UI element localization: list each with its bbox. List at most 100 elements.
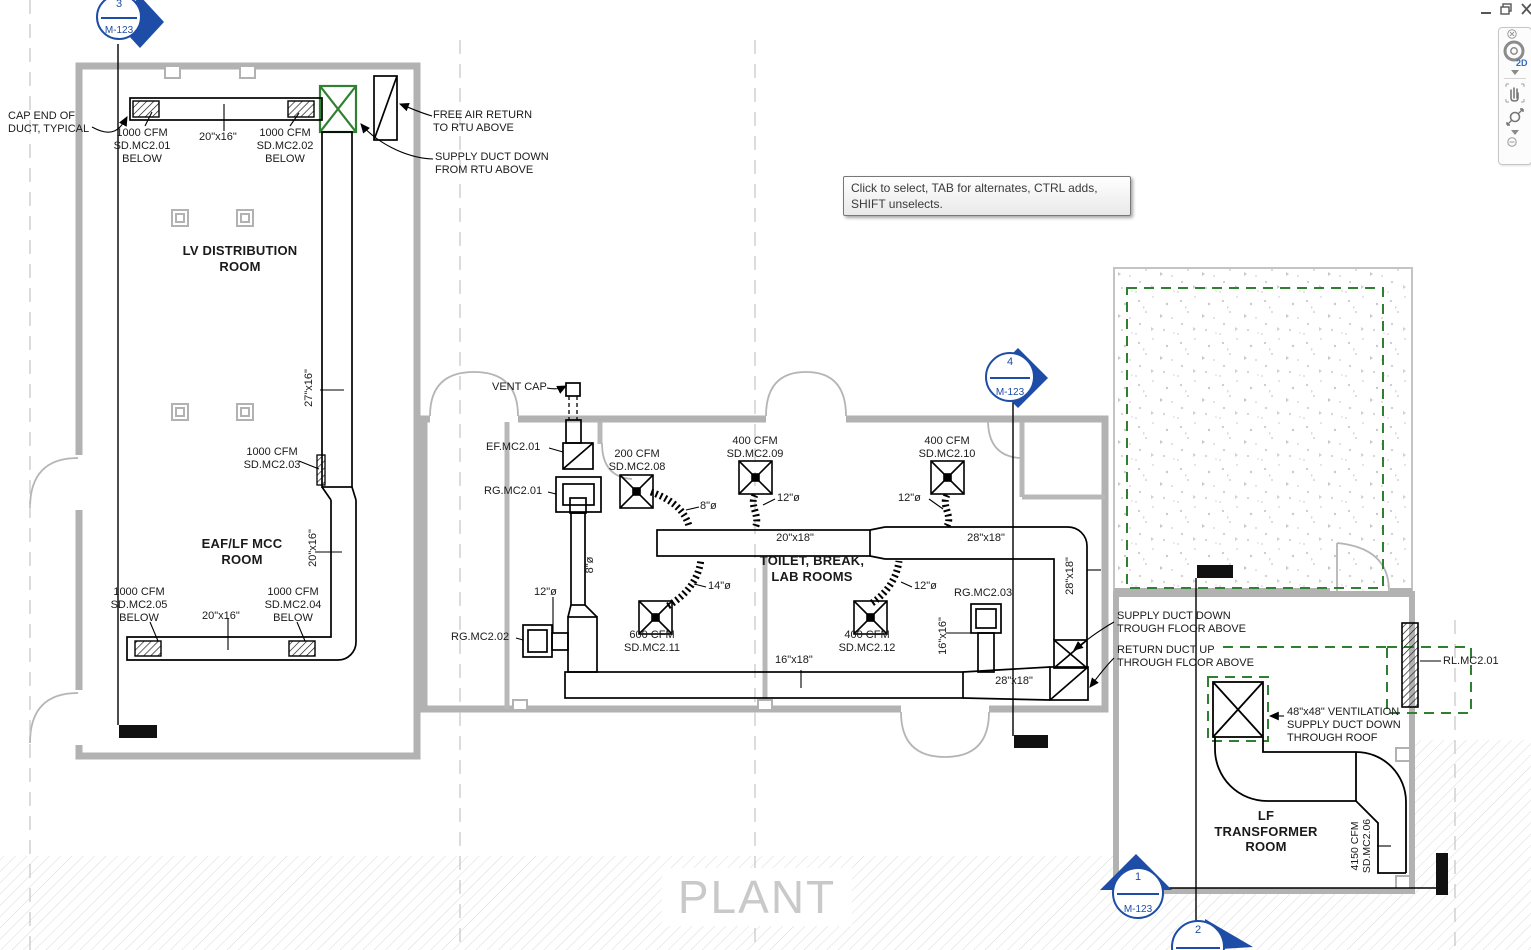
ductwork[interactable] <box>126 75 1419 874</box>
flex-size-12-rg02[interactable]: 12"ø <box>534 586 557 598</box>
supply-floor-note[interactable]: SUPPLY DUCT DOWN TROUGH FLOOR ABOVE <box>1117 610 1246 636</box>
flex-size-8[interactable]: 8"ø <box>700 500 717 512</box>
tag-sd09[interactable]: 400 CFM SD.MC2.09 <box>726 435 784 461</box>
vent-cap-note[interactable]: VENT CAP <box>492 381 547 393</box>
tag-sd12[interactable]: 400 CFM SD.MC2.12 <box>838 629 896 655</box>
duct-size-27x16[interactable]: 27"x16" <box>303 369 315 407</box>
wheel-2d-label: 2D <box>1516 58 1528 68</box>
vent-cap <box>565 382 581 397</box>
free-air-return-opening <box>373 75 398 141</box>
return-floor-note[interactable]: RETURN DUCT UP THROUGH FLOOR ABOVE <box>1117 644 1254 670</box>
navbar-collapse-button[interactable] <box>1496 136 1531 147</box>
walls[interactable] <box>72 62 1415 894</box>
marker-divider <box>1176 947 1220 949</box>
marker-sheet: M-123 <box>995 387 1025 398</box>
flex-ducts <box>649 488 953 610</box>
marker-divider <box>101 17 137 19</box>
flex-size-12-sd12[interactable]: 12"ø <box>914 580 937 592</box>
duct-size-20x16-vert[interactable]: 20"x16" <box>307 529 319 567</box>
area-label-plant[interactable]: PLANT <box>661 868 853 926</box>
room-label-eaf[interactable]: EAF/LF MCC ROOM <box>201 536 283 567</box>
tag-rl01[interactable]: RL.MC2.01 <box>1443 655 1499 667</box>
vent-48x48-box <box>1212 681 1264 738</box>
return-grille-rg01 <box>555 476 602 514</box>
doors[interactable] <box>29 371 1390 758</box>
status-tooltip: Click to select, TAB for alternates, CTR… <box>843 176 1131 217</box>
restore-icon[interactable] <box>1500 3 1513 15</box>
tag-sd11[interactable]: 600 CFM SD.MC2.11 <box>623 629 681 655</box>
wheel-dropdown-arrow[interactable] <box>1499 69 1531 76</box>
grid-lines <box>29 0 1456 950</box>
pan-button[interactable] <box>1499 81 1531 105</box>
louver-rl01 <box>1401 622 1419 708</box>
flex-size-12-sd09[interactable]: 12"ø <box>777 492 800 504</box>
duct-size-28x18-vert[interactable]: 28"x18" <box>1064 557 1076 595</box>
section-lines[interactable] <box>117 44 1448 921</box>
marker-number: 2 <box>1194 924 1202 936</box>
tag-sd08[interactable]: 200 CFM SD.MC2.08 <box>608 448 666 474</box>
duct-size-20x18[interactable]: 20"x18" <box>776 532 814 544</box>
return-grille-rg02 <box>522 624 569 658</box>
close-circle-icon <box>1507 29 1517 39</box>
room-label-toilet[interactable]: TOILET, BREAK, LAB ROOMS <box>759 553 865 584</box>
steering-wheel-icon: 2D <box>1503 40 1528 68</box>
diffuser-sd02 <box>287 100 315 118</box>
view-window-controls <box>1480 3 1531 15</box>
tag-sd01[interactable]: 1000 CFM SD.MC2.01 BELOW <box>113 127 171 166</box>
room-label-lf[interactable]: LF TRANSFORMER ROOM <box>1214 808 1318 855</box>
navbar-close-button[interactable] <box>1496 28 1531 39</box>
duct-size-28x18-h[interactable]: 28"x18" <box>967 532 1005 544</box>
zoom-region-icon <box>1506 108 1524 126</box>
duct-size-28x18-trans[interactable]: 28"x18" <box>995 675 1033 687</box>
tag-ef01[interactable]: EF.MC2.01 <box>486 441 541 453</box>
navigation-bar: 2D <box>1498 27 1531 165</box>
vent-48x48-note[interactable]: 48"x48" VENTILATION SUPPLY DUCT DOWN THR… <box>1287 706 1401 745</box>
free-air-note[interactable]: FREE AIR RETURN TO RTU ABOVE <box>433 109 533 135</box>
zoom-button[interactable] <box>1499 105 1531 129</box>
supply-rtu-note[interactable]: SUPPLY DUCT DOWN FROM RTU ABOVE <box>435 151 549 177</box>
tag-sd06[interactable]: 4150 CFM SD.MC2.06 <box>1349 818 1373 874</box>
exhaust-fan-ef01 <box>562 442 594 470</box>
duct-size-16x18[interactable]: 16"x18" <box>775 654 813 666</box>
room-label-lv[interactable]: LV DISTRIBUTION ROOM <box>182 243 298 274</box>
marker-sheet: M-123 <box>1123 904 1153 915</box>
tag-sd03[interactable]: 1000 CFM SD.MC2.03 <box>243 446 301 472</box>
tag-rg01[interactable]: RG.MC2.01 <box>484 485 543 497</box>
duct-size-20x16-bottom[interactable]: 20"x16" <box>202 610 240 622</box>
section-marker-2[interactable]: 2 M-123 <box>1171 920 1225 950</box>
leader-lines <box>91 102 1441 721</box>
zoom-dropdown-arrow[interactable] <box>1499 129 1531 136</box>
section-marker-4[interactable]: 4 M-123 <box>985 352 1035 402</box>
section-marker-3[interactable]: 3 M-123 <box>96 0 142 40</box>
lf-ventilation-duct <box>1212 681 1407 874</box>
cap-end-note[interactable]: CAP END OF DUCT, TYPICAL <box>8 110 90 136</box>
tag-sd05[interactable]: 1000 CFM SD.MC2.05 BELOW <box>110 586 168 625</box>
tag-rg03[interactable]: RG.MC2.03 <box>954 587 1013 599</box>
marker-number: 4 <box>1006 356 1014 368</box>
duct-size-16x16[interactable]: 16"x16" <box>937 617 949 655</box>
flex-size-14[interactable]: 14"ø <box>708 580 731 592</box>
tag-sd10[interactable]: 400 CFM SD.MC2.10 <box>918 435 976 461</box>
tag-sd04[interactable]: 1000 CFM SD.MC2.04 BELOW <box>264 586 322 625</box>
section-marker-1[interactable]: 1 M-123 <box>1112 867 1164 919</box>
flex-size-12-sd10[interactable]: 12"ø <box>898 492 921 504</box>
tag-sd02[interactable]: 1000 CFM SD.MC2.02 BELOW <box>256 127 314 166</box>
diffuser-sd10 <box>930 460 965 495</box>
diffuser-sd05 <box>134 640 162 657</box>
minimize-icon[interactable] <box>1480 3 1493 15</box>
navbar-divider <box>1504 78 1526 79</box>
steering-wheel-button[interactable]: 2D <box>1499 39 1531 69</box>
duct-size-8-vert[interactable]: 8"ø <box>584 556 596 574</box>
close-icon[interactable] <box>1520 3 1531 15</box>
chevron-down-icon <box>1511 130 1519 135</box>
return-duct-up <box>1049 666 1089 701</box>
diffuser-sd09 <box>738 460 773 495</box>
duct-size-20x16-top[interactable]: 20"x16" <box>199 131 237 143</box>
diffuser-sd04 <box>288 640 316 657</box>
chevron-down-icon <box>1511 70 1519 75</box>
scope-boxes[interactable] <box>318 84 1472 742</box>
tag-rg02[interactable]: RG.MC2.02 <box>451 631 510 643</box>
marker-sheet: M-123 <box>104 25 134 36</box>
